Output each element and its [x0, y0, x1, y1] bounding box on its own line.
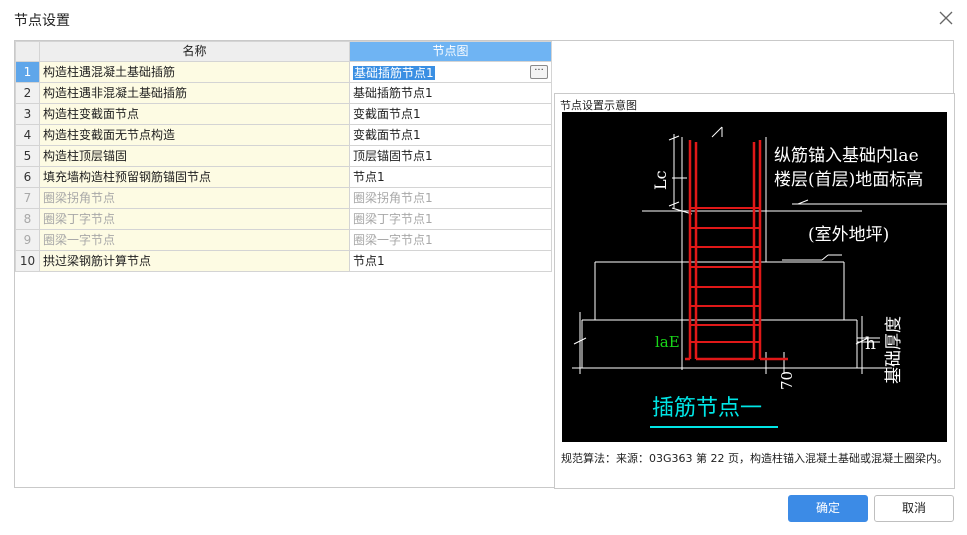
row-node-cell[interactable]: 变截面节点1	[349, 124, 552, 146]
cancel-button[interactable]: 取消	[874, 495, 954, 522]
row-node-cell[interactable]: 顶层锚固节点1	[349, 145, 552, 167]
label-outdoor: (室外地坪)	[808, 225, 889, 245]
stirrup-lines	[690, 207, 760, 343]
row-index: 10	[15, 250, 40, 272]
node-diagram: 纵筋锚入基础内lae 楼层(首层)地面标高 (室外地坪) Lc laE h 基础…	[562, 112, 947, 442]
ok-button[interactable]: 确定	[788, 495, 868, 522]
label-h: h	[865, 334, 876, 354]
node-editor-text[interactable]: 基础插筋节点1	[353, 65, 435, 80]
row-index: 4	[15, 124, 40, 146]
row-index: 2	[15, 82, 40, 104]
ellipsis-button[interactable]: ···	[530, 64, 548, 79]
rebar-lines	[685, 140, 788, 361]
table-row[interactable]: 10 拱过梁钢筋计算节点 节点1	[15, 250, 552, 272]
label-lc: Lc	[651, 170, 670, 190]
row-node-cell[interactable]: 圈梁一字节点1	[349, 229, 552, 251]
label-70: 70	[778, 371, 796, 390]
row-name[interactable]: 构造柱顶层锚固	[39, 145, 350, 167]
table-row[interactable]: 4 构造柱变截面无节点构造 变截面节点1	[15, 124, 552, 146]
row-name[interactable]: 圈梁丁字节点	[39, 208, 350, 230]
row-node-cell[interactable]: 圈梁丁字节点1	[349, 208, 552, 230]
preview-title: 节点设置示意图	[560, 99, 637, 112]
row-index: 5	[15, 145, 40, 167]
title-bar: 节点设置	[0, 0, 967, 36]
label-anchor: 纵筋锚入基础内lae	[774, 146, 919, 166]
table-row[interactable]: 9 圈梁一字节点 圈梁一字节点1	[15, 229, 552, 251]
node-settings-panel: 名称 节点图 1 构造柱遇混凝土基础插筋 基础插筋节点1 ··· 2 构造柱遇非…	[14, 40, 955, 489]
row-index: 9	[15, 229, 40, 251]
node-editor[interactable]: 基础插筋节点1 ···	[353, 64, 548, 81]
node-preview-panel: 节点设置示意图	[554, 93, 955, 489]
window-title: 节点设置	[14, 13, 70, 29]
diagram-caption: 插筋节点一	[652, 396, 762, 421]
row-name[interactable]: 构造柱遇混凝土基础插筋	[39, 61, 350, 83]
row-index: 3	[15, 103, 40, 125]
row-name[interactable]: 构造柱变截面无节点构造	[39, 124, 350, 146]
algorithm-note: 规范算法：来源：03G363 第 22 页，构造柱锚入混凝土基础或混凝土圈梁内。	[561, 452, 949, 465]
row-index: 8	[15, 208, 40, 230]
header-node[interactable]: 节点图	[349, 41, 552, 62]
header-name[interactable]: 名称	[39, 41, 350, 62]
label-lae: laE	[655, 333, 680, 351]
table-row[interactable]: 5 构造柱顶层锚固 顶层锚固节点1	[15, 145, 552, 167]
table-header-row: 名称 节点图	[15, 41, 552, 62]
row-node-cell[interactable]: 变截面节点1	[349, 103, 552, 125]
table-row[interactable]: 1 构造柱遇混凝土基础插筋 基础插筋节点1 ···	[15, 61, 552, 83]
row-node-cell[interactable]: 基础插筋节点1 ···	[349, 61, 552, 83]
close-icon[interactable]	[937, 9, 955, 27]
diagram-outlines	[572, 126, 947, 374]
row-index: 6	[15, 166, 40, 188]
row-node-cell[interactable]: 圈梁拐角节点1	[349, 187, 552, 209]
header-index	[15, 41, 40, 62]
row-index: 1	[15, 61, 40, 83]
node-settings-table: 名称 节点图 1 构造柱遇混凝土基础插筋 基础插筋节点1 ··· 2 构造柱遇非…	[15, 41, 552, 272]
table-row[interactable]: 2 构造柱遇非混凝土基础插筋 基础插筋节点1	[15, 82, 552, 104]
row-node-cell[interactable]: 节点1	[349, 166, 552, 188]
row-node-cell[interactable]: 节点1	[349, 250, 552, 272]
table-row[interactable]: 8 圈梁丁字节点 圈梁丁字节点1	[15, 208, 552, 230]
row-name[interactable]: 拱过梁钢筋计算节点	[39, 250, 350, 272]
row-index: 7	[15, 187, 40, 209]
row-name[interactable]: 填充墙构造柱预留钢筋锚固节点	[39, 166, 350, 188]
table-row[interactable]: 7 圈梁拐角节点 圈梁拐角节点1	[15, 187, 552, 209]
table-row[interactable]: 3 构造柱变截面节点 变截面节点1	[15, 103, 552, 125]
row-node-cell[interactable]: 基础插筋节点1	[349, 82, 552, 104]
row-name[interactable]: 圈梁拐角节点	[39, 187, 350, 209]
row-name[interactable]: 圈梁一字节点	[39, 229, 350, 251]
row-name[interactable]: 构造柱变截面节点	[39, 103, 350, 125]
table-row[interactable]: 6 填充墙构造柱预留钢筋锚固节点 节点1	[15, 166, 552, 188]
label-thickness: 基础厚度	[884, 316, 904, 384]
label-floor: 楼层(首层)地面标高	[774, 170, 923, 190]
row-name[interactable]: 构造柱遇非混凝土基础插筋	[39, 82, 350, 104]
